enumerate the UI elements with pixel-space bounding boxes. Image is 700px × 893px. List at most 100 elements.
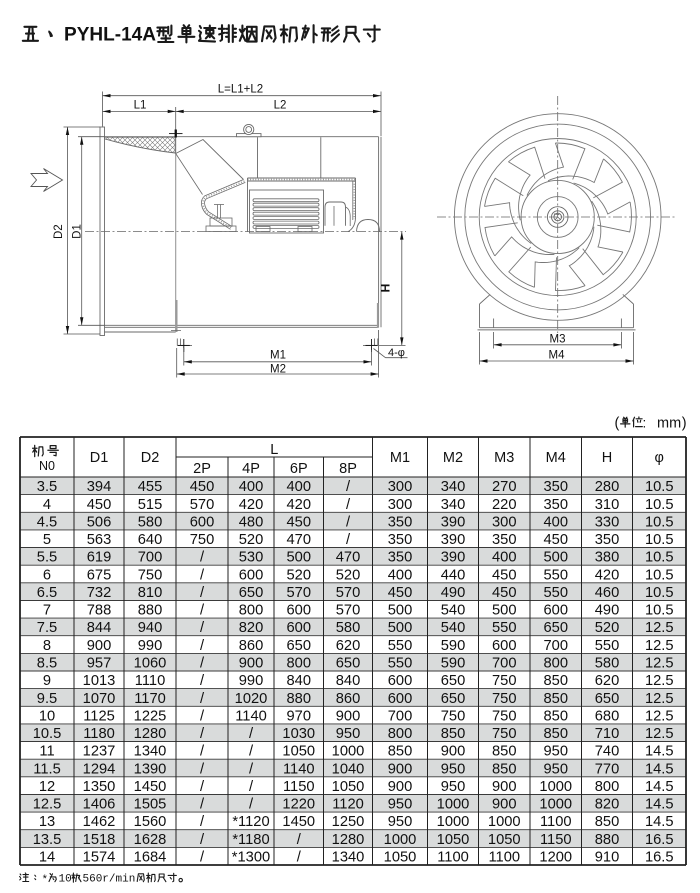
svg-text:/: /: [346, 514, 351, 530]
svg-text:L=L1+L2: L=L1+L2: [218, 84, 263, 96]
svg-text:1110: 1110: [135, 673, 166, 689]
svg-text:520: 520: [595, 620, 620, 636]
svg-text:750: 750: [492, 691, 517, 707]
svg-text:490: 490: [441, 585, 466, 601]
svg-text:12.5: 12.5: [645, 620, 674, 636]
svg-text:1280: 1280: [332, 832, 365, 848]
svg-text:L: L: [270, 442, 278, 458]
svg-text:1070: 1070: [83, 691, 116, 707]
svg-text:880: 880: [595, 832, 620, 848]
svg-text:570: 570: [336, 603, 361, 619]
svg-text:*1120: *1120: [232, 814, 269, 830]
svg-text:*1180: *1180: [232, 832, 269, 848]
svg-text:900: 900: [388, 779, 413, 795]
svg-text:1013: 1013: [83, 673, 116, 689]
svg-text:570: 570: [286, 585, 311, 601]
svg-text:1150: 1150: [283, 779, 315, 795]
svg-text:844: 844: [87, 620, 112, 636]
svg-text:619: 619: [87, 550, 112, 566]
svg-text:1120: 1120: [332, 797, 364, 813]
svg-text:350: 350: [388, 550, 413, 566]
svg-text:530: 530: [239, 550, 264, 566]
svg-text:590: 590: [441, 655, 466, 671]
svg-text:310: 310: [595, 497, 620, 513]
svg-text:N0: N0: [39, 459, 55, 473]
svg-text:12.5: 12.5: [645, 638, 674, 654]
svg-text:380: 380: [595, 550, 620, 566]
svg-text:450: 450: [543, 532, 568, 548]
svg-text:4-φ: 4-φ: [388, 347, 405, 359]
svg-text:650: 650: [286, 638, 311, 654]
svg-text:300: 300: [492, 514, 517, 530]
svg-text:850: 850: [543, 691, 568, 707]
svg-text:900: 900: [239, 655, 264, 671]
svg-text:1220: 1220: [282, 797, 315, 813]
svg-text:1020: 1020: [235, 691, 268, 707]
svg-text:850: 850: [441, 726, 466, 742]
svg-text:750: 750: [492, 726, 517, 742]
svg-text:550: 550: [388, 655, 413, 671]
svg-text:550: 550: [543, 567, 568, 583]
svg-text:900: 900: [87, 638, 112, 654]
svg-text:1170: 1170: [134, 691, 166, 707]
svg-text:10: 10: [59, 874, 72, 886]
svg-text:420: 420: [595, 567, 620, 583]
svg-text:/: /: [200, 655, 205, 671]
svg-text:860: 860: [336, 691, 361, 707]
svg-text:900: 900: [492, 797, 517, 813]
svg-text:520: 520: [286, 567, 311, 583]
svg-text:*1300: *1300: [232, 849, 270, 865]
svg-text:1050: 1050: [332, 779, 365, 795]
svg-text:1030: 1030: [282, 726, 315, 742]
svg-text:1050: 1050: [437, 832, 470, 848]
svg-text:1280: 1280: [134, 726, 167, 742]
svg-text:*: *: [42, 875, 49, 887]
svg-text:700: 700: [388, 708, 413, 724]
svg-text:480: 480: [239, 514, 264, 530]
svg-text:/: /: [297, 832, 302, 848]
svg-text:450: 450: [286, 514, 311, 530]
svg-text:590: 590: [441, 638, 466, 654]
svg-text:450: 450: [388, 585, 413, 601]
svg-text:950: 950: [441, 761, 466, 777]
svg-text:1050: 1050: [384, 849, 417, 865]
svg-text:580: 580: [595, 655, 620, 671]
svg-text:11.5: 11.5: [33, 761, 61, 777]
svg-text:600: 600: [190, 514, 215, 530]
svg-text:950: 950: [388, 814, 413, 830]
svg-text:1225: 1225: [134, 708, 167, 724]
svg-text:/: /: [200, 708, 205, 724]
svg-text:1180: 1180: [83, 726, 115, 742]
svg-text:860: 860: [239, 638, 264, 654]
svg-text:800: 800: [388, 726, 413, 742]
svg-text:600: 600: [239, 567, 264, 583]
svg-text:515: 515: [138, 497, 163, 513]
svg-text:10.5: 10.5: [645, 585, 674, 601]
svg-text:1050: 1050: [282, 744, 315, 760]
svg-text:570: 570: [190, 497, 215, 513]
svg-text:400: 400: [239, 479, 264, 495]
svg-text:14: 14: [39, 849, 55, 865]
svg-text:300: 300: [388, 479, 413, 495]
svg-text:1000: 1000: [437, 797, 470, 813]
svg-text:/: /: [249, 797, 254, 813]
svg-text:1462: 1462: [83, 814, 116, 830]
svg-text:13: 13: [39, 814, 55, 830]
svg-text:1560: 1560: [134, 814, 167, 830]
svg-text:600: 600: [492, 638, 517, 654]
svg-text:500: 500: [492, 603, 517, 619]
svg-text:/: /: [200, 761, 205, 777]
svg-text:3.5: 3.5: [37, 479, 57, 495]
svg-text:/: /: [200, 849, 205, 865]
svg-text:14.5: 14.5: [645, 761, 674, 777]
svg-text:10.5: 10.5: [645, 603, 674, 619]
svg-text:990: 990: [138, 638, 163, 654]
svg-text:1125: 1125: [83, 708, 115, 724]
svg-text:11: 11: [39, 744, 54, 760]
svg-text:/: /: [200, 620, 205, 636]
svg-text:900: 900: [492, 779, 517, 795]
svg-text:/: /: [249, 779, 254, 795]
svg-text:650: 650: [441, 673, 466, 689]
svg-text:4: 4: [43, 497, 51, 513]
svg-text:680: 680: [595, 708, 620, 724]
